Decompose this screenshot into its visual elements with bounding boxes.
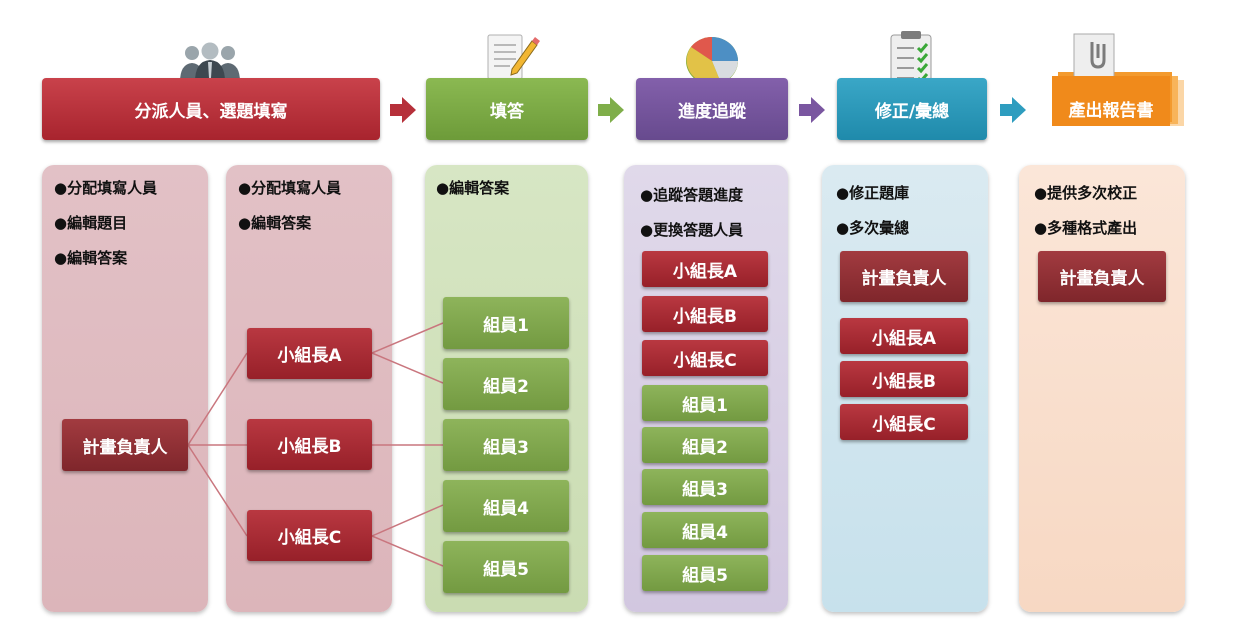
member-box-5: 組員5 xyxy=(443,541,569,593)
stage-tracking-bar: 進度追蹤 xyxy=(636,78,788,140)
bullet-item: ●多次彙總 xyxy=(836,219,910,237)
bullet-item: ●修正題庫 xyxy=(836,184,910,202)
member-box-4: 組員4 xyxy=(443,480,569,532)
bullet-item: ●更換答題人員 xyxy=(640,221,744,239)
member-box-1: 組員1 xyxy=(642,385,768,421)
bullet-item: ●分配填寫人員 xyxy=(238,179,342,197)
owner-box: 計畫負責人 xyxy=(62,419,188,471)
stage-answer-bar: 填答 xyxy=(426,78,588,140)
member-box-1: 組員1 xyxy=(443,297,569,349)
checklist-icon xyxy=(890,31,932,85)
people-icon xyxy=(180,42,240,82)
stage-revise-bar: 修正/彙總 xyxy=(837,78,987,140)
member-box-4: 組員4 xyxy=(642,512,768,548)
arrow-right-icon xyxy=(390,97,416,123)
stage-answer-label: 填答 xyxy=(490,101,524,122)
document-pencil-icon xyxy=(487,34,540,80)
bullet-item: ●提供多次校正 xyxy=(1034,184,1138,202)
bullet-item: ●分配填寫人員 xyxy=(54,179,158,197)
stage-assign-label: 分派人員、選題填寫 xyxy=(134,101,288,122)
leader-box-a: 小組長A xyxy=(840,318,968,354)
member-box-5: 組員5 xyxy=(642,555,768,591)
owner-box: 計畫負責人 xyxy=(840,251,968,302)
member-box-2: 組員2 xyxy=(443,358,569,410)
bullet-item: ●編輯答案 xyxy=(436,179,510,197)
arrow-right-icon xyxy=(799,97,825,123)
leader-box-b: 小組長B xyxy=(247,419,372,470)
leader-box-a: 小組長A xyxy=(642,251,768,287)
leader-box-a: 小組長A xyxy=(247,328,372,379)
member-box-2: 組員2 xyxy=(642,427,768,463)
leader-box-c: 小組長C xyxy=(642,340,768,376)
arrow-right-icon xyxy=(598,97,624,123)
bullet-item: ●多種格式產出 xyxy=(1034,219,1138,237)
bullet-item: ●追蹤答題進度 xyxy=(640,186,744,204)
report-stack-icon xyxy=(1052,33,1184,126)
leader-box-c: 小組長C xyxy=(840,404,968,440)
owner-box: 計畫負責人 xyxy=(1038,251,1166,302)
leader-box-b: 小組長B xyxy=(642,296,768,332)
member-box-3: 組員3 xyxy=(443,419,569,471)
pie-chart-icon xyxy=(686,37,738,85)
member-box-3: 組員3 xyxy=(642,469,768,505)
stage-assign-bar: 分派人員、選題填寫 xyxy=(42,78,380,140)
bullet-item: ●編輯題目 xyxy=(54,214,128,232)
leader-box-c: 小組長C xyxy=(247,510,372,561)
stage-tracking-label: 進度追蹤 xyxy=(678,101,746,122)
leader-box-b: 小組長B xyxy=(840,361,968,397)
stage-revise-label: 修正/彙總 xyxy=(874,101,950,122)
bullet-item: ●編輯答案 xyxy=(238,214,312,232)
column-assign-owner xyxy=(42,165,208,612)
arrow-right-icon xyxy=(1000,97,1026,123)
column-report xyxy=(1019,165,1185,612)
stage-report-bar: 產出報告書 xyxy=(1052,80,1170,136)
stage-report-label: 產出報告書 xyxy=(1068,100,1154,121)
bullet-item: ●編輯答案 xyxy=(54,249,128,267)
